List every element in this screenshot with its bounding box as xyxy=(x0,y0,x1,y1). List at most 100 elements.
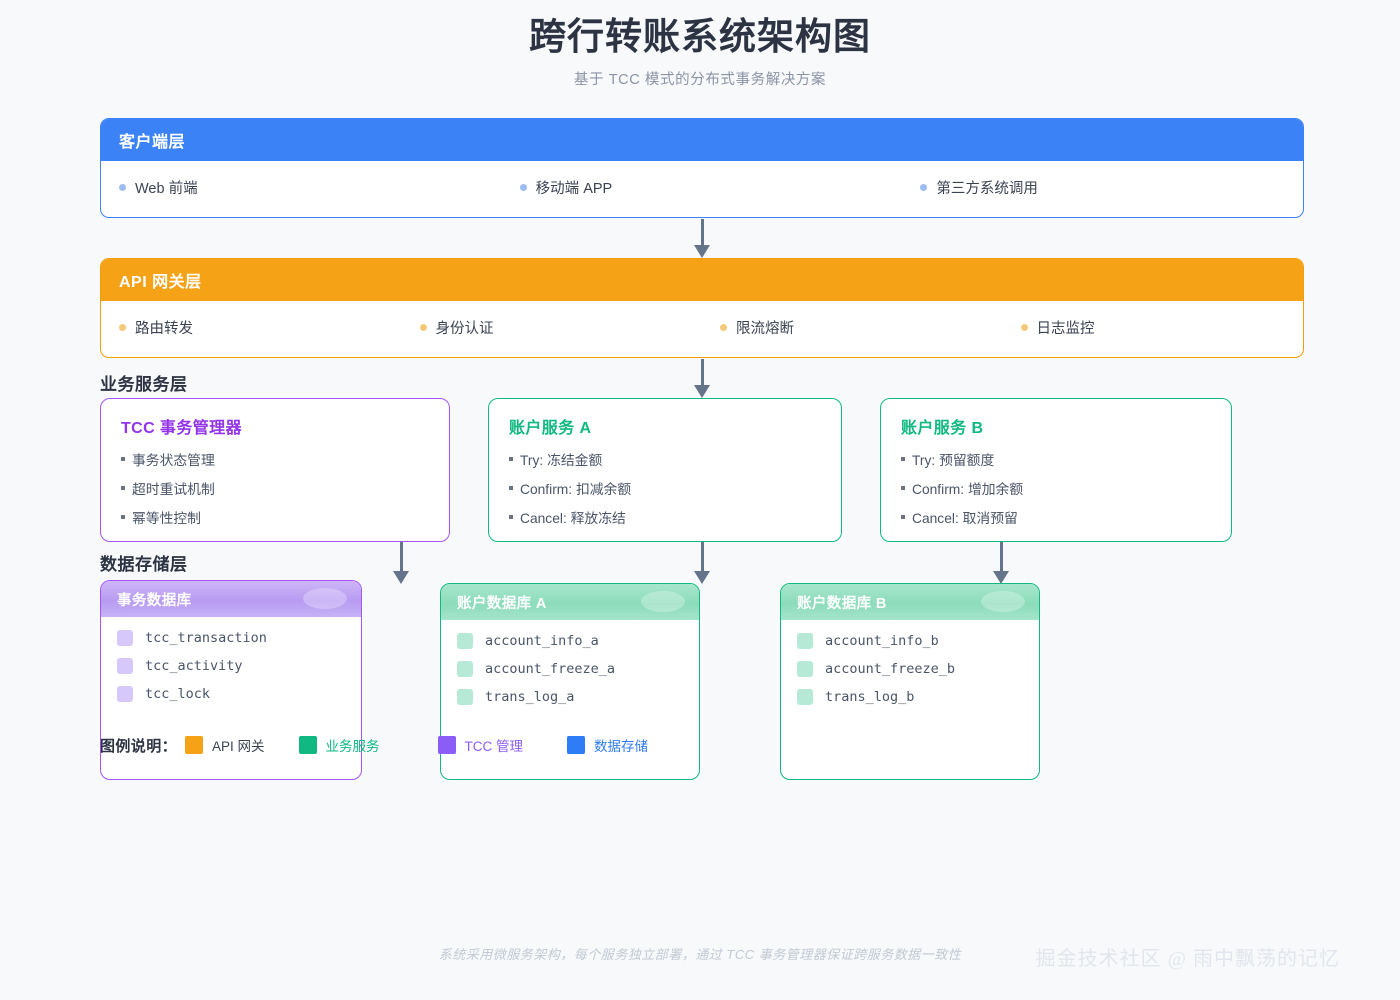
client-layer-item-label: 第三方系统调用 xyxy=(936,181,1038,197)
service-card-account-a: 账户服务 A Try: 冻结金额 Confirm: 扣减余额 Cancel: 释… xyxy=(488,398,842,542)
database-table-name: trans_log_a xyxy=(485,689,575,705)
footer-note: 系统采用微服务架构，每个服务独立部署，通过 TCC 事务管理器保证跨服务数据一致… xyxy=(438,947,962,962)
bullet-square-icon xyxy=(121,486,125,490)
gateway-layer-item: 日志监控 xyxy=(1003,317,1304,338)
gateway-layer-item: 路由转发 xyxy=(101,317,402,338)
legend: 图例说明： API 网关 业务服务 TCC 管理 数据存储 xyxy=(100,733,648,757)
bullet-square-icon xyxy=(121,515,125,519)
database-table-name: account_info_b xyxy=(825,633,939,649)
service-card-item-label: 幂等性控制 xyxy=(132,511,201,526)
gateway-layer-item: 身份认证 xyxy=(402,317,703,338)
database-table-name: tcc_transaction xyxy=(145,630,267,646)
database-table-name: tcc_activity xyxy=(145,658,243,674)
service-card-item: Cancel: 释放冻结 xyxy=(509,507,821,527)
service-card-item: 超时重试机制 xyxy=(121,478,429,498)
page-title: 跨行转账系统架构图 xyxy=(529,16,871,57)
database-table-row: account_freeze_a xyxy=(441,661,699,677)
bullet-square-icon xyxy=(901,486,905,490)
legend-swatch-icon xyxy=(298,736,317,754)
client-layer-item-label: Web 前端 xyxy=(135,181,198,197)
client-layer-header: 客户端层 xyxy=(101,119,1303,161)
service-card-item-label: Confirm: 增加余额 xyxy=(912,482,1024,497)
table-chip-icon xyxy=(117,658,133,674)
database-table-name: account_freeze_b xyxy=(825,661,956,677)
client-layer-item: Web 前端 xyxy=(101,177,502,198)
service-card-item-label: 超时重试机制 xyxy=(132,482,215,497)
table-chip-icon xyxy=(117,686,133,702)
legend-item-data-storage: 数据存储 xyxy=(567,735,648,755)
database-table-row: trans_log_b xyxy=(781,689,1039,705)
bullet-square-icon xyxy=(901,515,905,519)
bullet-square-icon xyxy=(509,486,513,490)
table-chip-icon xyxy=(457,689,473,705)
service-card-item: 事务状态管理 xyxy=(121,449,429,469)
service-card-account-b: 账户服务 B Try: 预留额度 Confirm: 增加余额 Cancel: 取… xyxy=(880,398,1232,542)
legend-swatch-icon xyxy=(185,736,204,754)
service-card-item: Confirm: 增加余额 xyxy=(901,478,1211,498)
service-card-item: 幂等性控制 xyxy=(121,507,429,527)
gateway-layer-item-label: 限流熔断 xyxy=(736,321,794,337)
gateway-layer-item-label: 日志监控 xyxy=(1036,321,1095,337)
database-table-name: account_info_a xyxy=(485,633,599,649)
storage-section-title: 数据存储层 xyxy=(100,555,188,574)
database-card-transaction: 事务数据库 tcc_transaction tcc_activity tcc_l… xyxy=(100,580,362,780)
client-layer-body: Web 前端 移动端 APP 第三方系统调用 xyxy=(101,161,1303,198)
service-card-item: Confirm: 扣减余额 xyxy=(509,478,821,498)
bullet-dot-icon xyxy=(119,184,126,191)
database-table-row: account_info_b xyxy=(781,633,1039,649)
service-card-title: 账户服务 B xyxy=(901,420,984,437)
bullet-square-icon xyxy=(509,515,513,519)
legend-item-tcc-manager: TCC 管理 xyxy=(437,735,524,755)
gateway-layer-item: 限流熔断 xyxy=(702,317,1003,338)
client-layer-title: 客户端层 xyxy=(119,134,186,151)
service-card-item: Try: 预留额度 xyxy=(901,449,1211,469)
database-table-name: trans_log_b xyxy=(825,689,915,705)
database-table-row: account_info_a xyxy=(441,633,699,649)
client-layer-panel: 客户端层 Web 前端 移动端 APP 第三方系统调用 xyxy=(100,118,1304,218)
database-cylinder-icon xyxy=(303,588,347,609)
legend-item-label: TCC 管理 xyxy=(464,739,524,754)
database-table-list: account_info_b account_freeze_b trans_lo… xyxy=(781,620,1039,705)
legend-item-business-service: 业务服务 xyxy=(298,735,380,755)
gateway-layer-title: API 网关层 xyxy=(119,274,202,291)
bullet-dot-icon xyxy=(720,324,727,331)
legend-swatch-icon xyxy=(567,736,586,754)
table-chip-icon xyxy=(797,661,813,677)
gateway-layer-body: 路由转发 身份认证 限流熔断 日志监控 xyxy=(101,301,1303,338)
database-table-row: trans_log_a xyxy=(441,689,699,705)
database-card-account-b: 账户数据库 B account_info_b account_freeze_b … xyxy=(780,583,1040,780)
gateway-layer-header: API 网关层 xyxy=(101,259,1303,301)
table-chip-icon xyxy=(457,661,473,677)
legend-item-api-gateway: API 网关 xyxy=(185,735,265,755)
database-table-list: tcc_transaction tcc_activity tcc_lock xyxy=(101,617,361,702)
service-card-item-label: Cancel: 取消预留 xyxy=(912,511,1018,526)
bullet-dot-icon xyxy=(1020,324,1028,331)
service-card-item-label: Try: 冻结金额 xyxy=(520,453,603,468)
service-card-item: Try: 冻结金额 xyxy=(509,449,821,469)
bullet-dot-icon xyxy=(119,324,126,331)
service-card-title: TCC 事务管理器 xyxy=(121,420,242,437)
client-layer-item: 移动端 APP xyxy=(502,177,903,198)
service-card-tcc: TCC 事务管理器 事务状态管理 超时重试机制 幂等性控制 xyxy=(100,398,450,542)
service-card-item-label: Try: 预留额度 xyxy=(912,453,995,468)
database-table-list: account_info_a account_freeze_a trans_lo… xyxy=(441,620,699,705)
bullet-dot-icon xyxy=(519,184,527,191)
service-card-title: 账户服务 A xyxy=(509,420,592,437)
legend-label: 图例说明： xyxy=(100,737,178,755)
database-table-row: tcc_activity xyxy=(101,658,361,674)
database-card-title: 账户数据库 A xyxy=(457,595,547,612)
client-layer-item: 第三方系统调用 xyxy=(902,177,1303,198)
database-table-row: tcc_lock xyxy=(101,686,361,702)
database-cylinder-icon xyxy=(981,591,1025,612)
page-subtitle: 基于 TCC 模式的分布式事务解决方案 xyxy=(573,72,827,88)
database-card-header: 账户数据库 A xyxy=(441,584,699,620)
database-table-row: tcc_transaction xyxy=(101,630,361,646)
legend-item-label: API 网关 xyxy=(212,739,265,754)
service-card-item-label: 事务状态管理 xyxy=(132,453,215,468)
page-header: 跨行转账系统架构图 基于 TCC 模式的分布式事务解决方案 xyxy=(0,14,1400,89)
table-chip-icon xyxy=(797,689,813,705)
database-card-title: 事务数据库 xyxy=(117,592,192,609)
table-chip-icon xyxy=(457,633,473,649)
bullet-square-icon xyxy=(901,457,905,461)
